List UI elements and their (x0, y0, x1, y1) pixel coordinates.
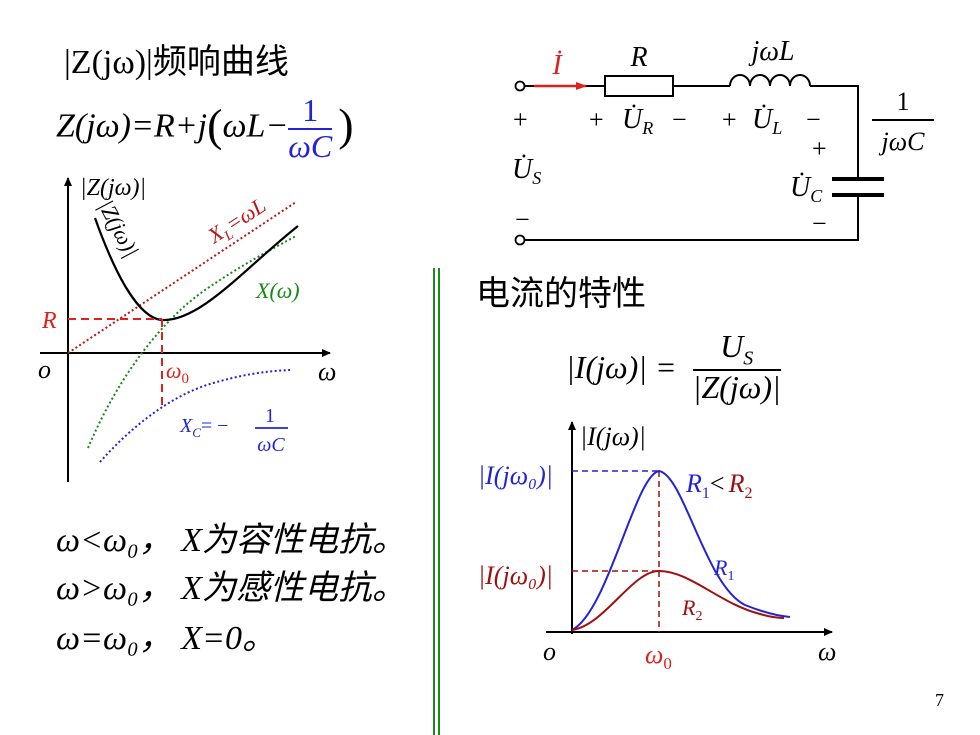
current-label: İ (551, 50, 563, 81)
current-y-label: |I(jω)| (580, 422, 646, 451)
ul-minus: − (806, 105, 821, 134)
left-paren: ( (207, 99, 223, 151)
us-plus: + (513, 105, 528, 134)
ur-plus: + (589, 105, 604, 134)
xc-curve (99, 369, 291, 463)
xl-line (67, 201, 297, 354)
xc-frac-den: ωC (257, 434, 285, 456)
current-formula-lhs: |I(jω)| = (566, 349, 677, 385)
xl-label: XL=ωL (202, 192, 272, 252)
impedance-y-label: |Z(jω)| (80, 175, 146, 201)
xc-frac-num: 1 (265, 405, 275, 427)
page-number: 7 (935, 690, 944, 710)
current-x-label: ω (818, 637, 836, 666)
resistor-label: R (629, 42, 647, 73)
peak2-label: |I(jω₀)| (478, 561, 553, 590)
fraction-denominator: ωC (288, 127, 333, 164)
r-label: R (41, 308, 57, 334)
ul-plus: + (722, 105, 737, 134)
current-origin-label: o (543, 637, 556, 666)
xc-label-text: XC= − (179, 415, 228, 440)
current-formula-fraction: US |Z(jω)| (692, 329, 781, 406)
ul-label: U̇L (752, 104, 782, 138)
wire-bottom (525, 197, 859, 241)
impedance-x-label: ω (318, 357, 336, 386)
fraction-numerator: 1 (288, 93, 333, 130)
r2-curve-label: R2 (681, 595, 702, 624)
current-graph: |I(jω)| |I(jω₀)| |I(jω₀)| o ω ω0 R1<R2 R… (478, 421, 836, 673)
left-heading: |Z(jω)|频响曲线 (64, 44, 289, 81)
current-formula-den: |Z(jω)| (692, 369, 781, 406)
capacitor-frac-num: 1 (897, 87, 910, 116)
w0-label: ω0 (166, 358, 189, 387)
current-w0-label: ω0 (645, 640, 672, 673)
current-formula: |I(jω)| = US |Z(jω)| (566, 329, 781, 406)
impedance-origin-label: o (38, 355, 51, 384)
ur-label: U̇R (622, 104, 653, 138)
capacitor-label: 1 jωC (872, 87, 934, 156)
terminal-bottom (514, 234, 526, 246)
right-paren: ) (338, 99, 354, 151)
impedance-formula-lhs: Z(jω)=R+j (56, 107, 208, 145)
impedance-formula-term: ωL− (222, 107, 289, 145)
reactance-label: X(ω) (255, 278, 300, 303)
condition-line-2: ω>ω₀， X为感性电抗。 (56, 570, 407, 607)
uc-minus: − (812, 209, 827, 238)
current-formula-num: US (692, 329, 781, 372)
r2-curve (571, 569, 785, 631)
resistor (604, 75, 674, 97)
r1-lt-r2-label: R1<R2 (685, 469, 752, 502)
impedance-graph: |Z(jω)| o ω R ω0 |Z(jω)| XL=ωL X(ω) XC= … (38, 175, 336, 482)
peak1-label: |I(jω₀)| (478, 461, 553, 490)
xc-label: XC= − 1 ωC (179, 405, 288, 456)
inductor-label: jωL (748, 36, 794, 67)
impedance-curve-label: |Z(jω)| (94, 196, 145, 261)
uc-label: U̇C (790, 172, 823, 206)
r1-curve-label: R1 (713, 555, 734, 584)
ur-minus: − (672, 105, 687, 134)
condition-line-1: ω<ω₀， X为容性电抗。 (56, 522, 407, 559)
right-heading: 电流的特性 (476, 276, 646, 313)
rlc-circuit: İ R jωL 1 jωC + U̇S − + U̇R − + U̇L − + … (512, 36, 934, 246)
terminal-top (514, 80, 526, 92)
inductor (729, 74, 811, 87)
r1-curve (571, 469, 791, 631)
uc-plus: + (812, 134, 827, 163)
us-minus: − (515, 205, 530, 234)
capacitor-frac-den: jωC (879, 127, 926, 156)
condition-line-3: ω=ω₀， X=0。 (56, 620, 276, 657)
wire-l-c (810, 85, 859, 177)
us-label: U̇S (512, 154, 541, 188)
